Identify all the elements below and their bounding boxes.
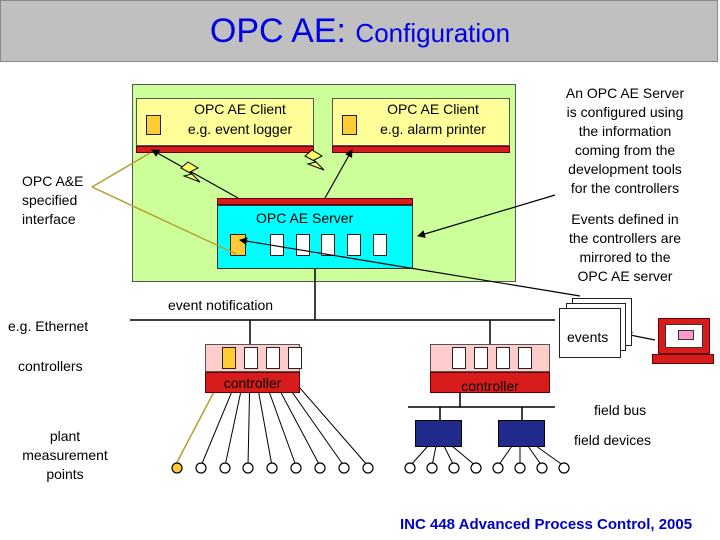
client-module <box>146 115 161 135</box>
controller-slot <box>244 347 258 369</box>
note-line: Events defined in <box>571 211 679 227</box>
interface-label-line: interface <box>22 211 76 227</box>
slide-title: OPC AE: Configuration <box>0 12 720 51</box>
laptop-keyboard <box>652 354 714 364</box>
plant-label: plant measurement points <box>10 427 120 484</box>
interface-label-line: specified <box>22 192 78 208</box>
controller-io-bar <box>430 372 550 393</box>
client-sublabel: e.g. event logger <box>187 121 293 137</box>
client-bus-bar <box>332 146 510 153</box>
interface-label-line: OPC A&E <box>22 173 84 189</box>
plant-label-line: plant <box>49 428 81 444</box>
client-event-logger <box>136 98 314 146</box>
server-to-client-arrow <box>151 149 239 199</box>
controller-slot <box>518 347 532 369</box>
configuration-note: An OPC AE Server is configured using the… <box>540 84 710 198</box>
footer-credit: INC 448 Advanced Process Control, 2005 <box>400 516 693 533</box>
plant-label-line: points <box>46 466 84 482</box>
client-bus-bar <box>136 146 314 153</box>
server-label: OPC AE Server <box>256 210 354 226</box>
mirror-note: Events defined in the controllers are mi… <box>540 210 710 286</box>
note-line: mirrored to the <box>579 249 671 265</box>
controller-2 <box>430 344 550 372</box>
server-to-client-arrow <box>324 149 353 199</box>
field-device <box>498 420 545 447</box>
interface-label: OPC A&E specified interface <box>22 172 83 229</box>
note-line: OPC AE server <box>577 268 673 284</box>
note-line: the controllers are <box>568 230 682 246</box>
laptop-screen <box>665 324 703 348</box>
server-slot <box>373 234 387 256</box>
note-line: development tools <box>568 161 682 177</box>
client-sublabel: e.g. alarm printer <box>380 121 486 137</box>
note-line: the information <box>578 123 672 139</box>
interface-pointer <box>91 152 151 188</box>
mirror-arrow <box>239 237 581 297</box>
client-module <box>342 115 357 135</box>
ethernet-label: e.g. Ethernet <box>8 318 89 334</box>
controller-slot <box>266 347 280 369</box>
event-notification-label: event notification <box>168 297 274 313</box>
events-label: events <box>567 329 609 345</box>
controller-label: controller <box>223 375 282 391</box>
field-devices-label: field devices <box>574 432 652 448</box>
controllers-label: controllers <box>18 358 83 374</box>
interface-pointer <box>91 186 237 255</box>
configure-arrow <box>417 194 556 238</box>
plant-points <box>171 462 374 474</box>
note-line: for the controllers <box>570 180 680 196</box>
controller-slot <box>288 347 302 369</box>
controller-slot <box>452 347 466 369</box>
controller-io-bar <box>205 372 300 393</box>
field-bus-label: field bus <box>594 402 647 418</box>
client-alarm-printer <box>332 98 510 146</box>
events-document-icon <box>559 308 621 358</box>
plant-label-line: measurement <box>22 447 108 463</box>
laptop-icon <box>658 318 710 354</box>
lightning-bolt-icon <box>304 149 325 171</box>
controller-label: controller <box>461 378 519 394</box>
controller-module <box>222 347 236 369</box>
laptop-window <box>678 330 694 340</box>
note-line: is configured using <box>566 104 684 120</box>
client-label: OPC AE Client <box>387 101 479 117</box>
client-label: OPC AE Client <box>194 101 286 117</box>
title-main: OPC AE: <box>209 12 346 50</box>
field-device-points <box>404 462 570 474</box>
note-line: An OPC AE Server <box>565 85 685 101</box>
note-line: coming from the <box>574 142 676 158</box>
lightning-bolt-icon <box>180 161 201 183</box>
server-slot <box>321 234 335 256</box>
server-bus-bar <box>217 198 413 205</box>
title-bar <box>0 0 718 62</box>
server-slot <box>347 234 361 256</box>
field-device <box>415 420 462 447</box>
title-sub: Configuration <box>355 18 511 48</box>
controller-slot <box>496 347 510 369</box>
controller-slot <box>474 347 488 369</box>
